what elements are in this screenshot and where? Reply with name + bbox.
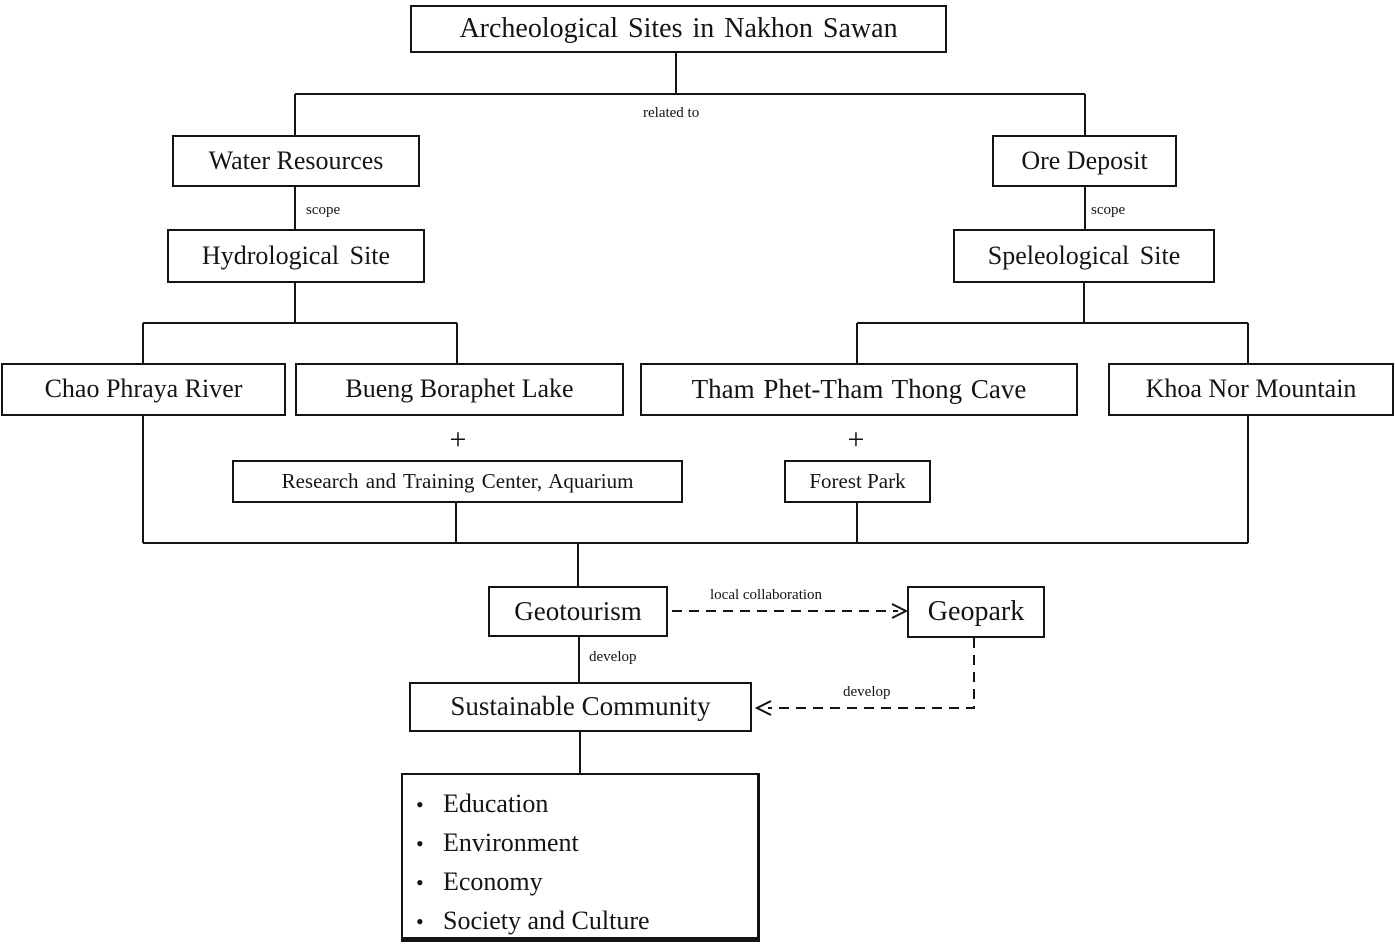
edge-label-develop-left: develop [589,649,637,666]
bullet-icon: • [416,831,424,856]
plus-sign-right: + [847,423,865,456]
outcomes-list: • Education • Environment • Economy • So… [403,786,757,942]
list-item-label: Society and Culture [443,906,650,935]
node-geopark: Geopark [907,586,1045,638]
edge-label-local-collaboration: local collaboration [710,587,823,604]
edge-label-scope-left: scope [306,202,341,219]
node-sustainable-community: Sustainable Community [409,682,752,732]
node-tham-phet-tham-thong-cave: Tham Phet-Tham Thong Cave [640,363,1078,416]
arrowhead-right-icon [891,603,909,619]
list-item: • Society and Culture [403,903,757,942]
node-khoa-nor-mountain: Khoa Nor Mountain [1108,363,1394,416]
list-item: • Economy [403,864,757,903]
node-bueng-boraphet-lake: Bueng Boraphet Lake [295,363,624,416]
node-chao-phraya-river: Chao Phraya River [1,363,286,416]
list-item-label: Economy [443,867,543,896]
node-ore-deposit: Ore Deposit [992,135,1177,187]
node-hydrological-site: Hydrological Site [167,229,425,283]
node-speleological-site: Speleological Site [953,229,1215,283]
dashed-connector-lines [672,610,975,709]
arrowhead-left-icon [754,700,772,716]
node-forest-park: Forest Park [784,460,931,503]
node-sustainable-outcomes-list: • Education • Environment • Economy • So… [401,773,760,942]
node-research-training-center: Research and Training Center, Aquarium [232,460,683,503]
edge-label-scope-right: scope [1091,202,1126,219]
list-item: • Environment [403,825,757,864]
solid-connector-lines [142,53,1249,773]
list-item: • Education [403,786,757,825]
node-title: Archeological Sites in Nakhon Sawan [410,5,947,53]
list-item-label: Education [443,789,549,818]
list-item-label: Environment [443,828,579,857]
node-water-resources: Water Resources [172,135,420,187]
bullet-icon: • [416,792,424,817]
edge-label-develop-right: develop [843,684,891,701]
edge-label-related-to: related to [643,105,700,122]
bullet-icon: • [416,870,424,895]
bullet-icon: • [416,909,424,934]
plus-sign-left: + [449,423,467,456]
node-geotourism: Geotourism [488,586,668,637]
